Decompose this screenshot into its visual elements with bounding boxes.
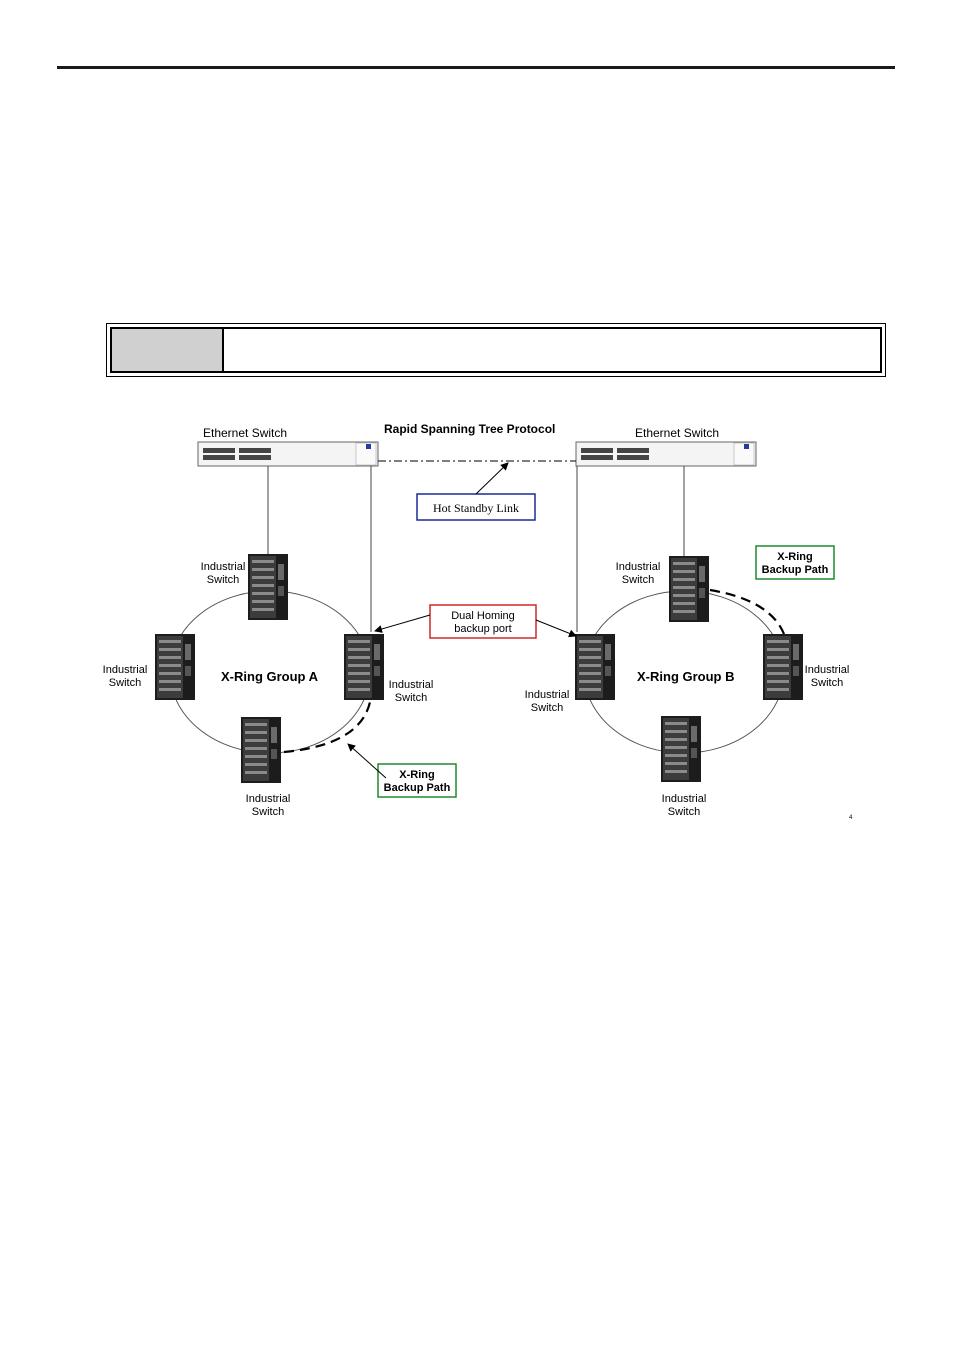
ethernet-switch-right-label: Ethernet Switch [635, 426, 719, 440]
ring-b-backup-path [709, 588, 786, 635]
industrial-label-line1: Industrial [246, 793, 291, 805]
dual-homing-pointer-left [374, 614, 431, 633]
industrial-label-line2: Switch [811, 677, 843, 689]
hot-standby-pointer [475, 462, 509, 495]
industrial-label-line1: Industrial [805, 664, 850, 676]
industrial-label-line1: Industrial [525, 689, 570, 701]
industrial-label-line2: Switch [395, 692, 427, 704]
industrial-label-line2: Switch [207, 574, 239, 586]
industrial-label-line2: Switch [252, 806, 284, 818]
group-a-label: X-Ring Group A [221, 669, 319, 684]
network-diagram: Rapid Spanning Tree Protocol Ethernet Sw… [103, 422, 853, 821]
hot-standby-label: Hot Standby Link [433, 501, 519, 515]
note-inner [110, 327, 882, 373]
note-box [106, 323, 886, 377]
ethernet-switch-left-label: Ethernet Switch [203, 426, 287, 440]
ethernet-switch-right [575, 441, 757, 467]
backup-line2: Backup Path [762, 564, 829, 576]
industrial-label-line1: Industrial [616, 561, 661, 573]
dual-homing-pointer-right [535, 619, 577, 638]
industrial-label-line2: Switch [109, 677, 141, 689]
industrial-switch-a-left [155, 634, 195, 700]
industrial-label-line1: Industrial [201, 561, 246, 573]
note-label [112, 329, 224, 371]
diagram-title: Rapid Spanning Tree Protocol [384, 422, 555, 436]
industrial-switch-b-top [669, 556, 709, 622]
ring-a-backup-path [283, 701, 372, 754]
backup-path-box-a [377, 763, 457, 798]
industrial-switch-a-right [344, 634, 384, 700]
industrial-switch-a-bottom [241, 717, 281, 783]
labels-group-b: Industrial Switch Industrial Switch Indu… [525, 561, 850, 818]
backup-line1: X-Ring [777, 551, 812, 563]
industrial-switch-b-left [575, 634, 615, 700]
industrial-label-line2: Switch [668, 806, 700, 818]
hot-standby-box [416, 493, 536, 521]
dual-homing-line1: Dual Homing [451, 610, 515, 622]
industrial-label-line1: Industrial [389, 679, 434, 691]
backup-path-box-b [755, 545, 835, 580]
industrial-label-line2: Switch [531, 702, 563, 714]
industrial-switch-a-top [248, 554, 288, 620]
backup-line2: Backup Path [384, 782, 451, 794]
labels-group-a: Industrial Switch Industrial Switch Indu… [103, 561, 434, 818]
group-b-label: X-Ring Group B [637, 669, 735, 684]
backup-line1: X-Ring [399, 769, 434, 781]
backup-pointer-a [347, 743, 387, 779]
industrial-label-line2: Switch [622, 574, 654, 586]
dual-homing-line2: backup port [454, 623, 511, 635]
industrial-switch-b-bottom [661, 716, 701, 782]
note-text [224, 329, 880, 371]
industrial-label-line1: Industrial [662, 793, 707, 805]
industrial-switch-b-right [763, 634, 803, 700]
industrial-label-line1: Industrial [103, 664, 148, 676]
ethernet-switch-left [197, 441, 379, 467]
corner-mark: 4 [849, 815, 853, 821]
dual-homing-box [429, 604, 537, 639]
top-rule [57, 66, 895, 69]
